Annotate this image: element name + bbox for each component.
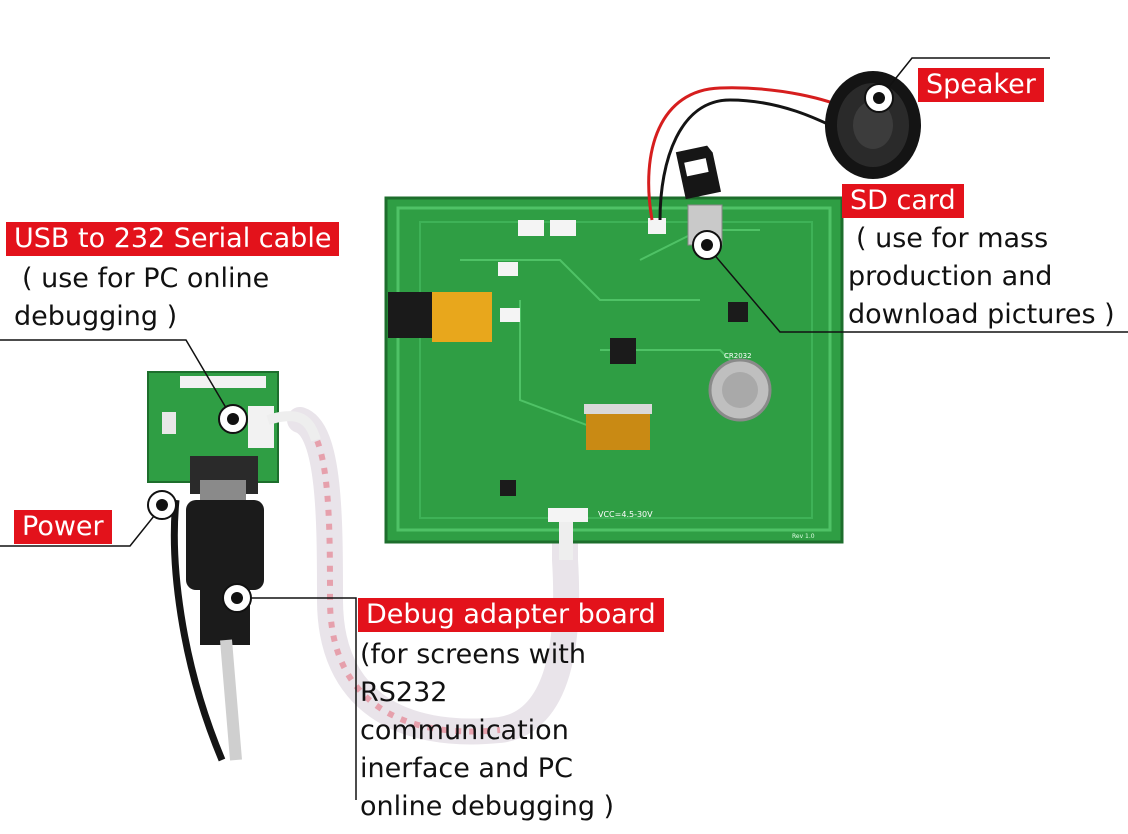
leader-lines	[0, 57, 1128, 800]
debug-board-note-2: RS232	[360, 677, 448, 708]
power-cable	[170, 499, 226, 762]
debug-board-note-5: online debugging )	[360, 791, 615, 822]
main-board: CR2032 VCC=4.5-30V Rev 1.0	[384, 196, 844, 544]
sd-card-label: SD card	[842, 184, 964, 218]
debug-board-marker	[222, 583, 252, 613]
revision-label: Rev 1.0	[792, 533, 815, 540]
micro-sd-card	[675, 145, 722, 200]
usb-cable-note-1: ( use for PC online	[22, 263, 270, 294]
debug-white-cable	[266, 411, 321, 442]
debug-board-note-1: (for screens with	[360, 639, 586, 670]
ribbon-cable	[287, 407, 580, 745]
sd-card-marker	[692, 230, 722, 260]
speaker-label: Speaker	[918, 68, 1044, 102]
coin-cell-label: CR2032	[724, 352, 752, 360]
sd-card-note-3: download pictures )	[848, 299, 1115, 330]
power-connector-label: VCC=4.5-30V	[598, 510, 653, 519]
sd-card-note-2: production and	[848, 261, 1053, 292]
usb-cable-label: USB to 232 Serial cable	[6, 222, 340, 256]
debug-board-note-3: communication	[360, 715, 569, 746]
power-label: Power	[14, 510, 112, 544]
speaker-marker	[864, 83, 894, 113]
usb-cable-note-2: debugging )	[14, 301, 178, 332]
usb-cable-marker	[218, 404, 248, 434]
power-marker	[147, 490, 177, 520]
speaker-wire-red	[647, 86, 851, 221]
debug-board-label: Debug adapter board	[358, 598, 664, 632]
sd-card-note-1: ( use for mass	[856, 223, 1049, 254]
debug-board-note-4: inerface and PC	[360, 753, 573, 784]
speaker-wire-black	[658, 98, 841, 221]
